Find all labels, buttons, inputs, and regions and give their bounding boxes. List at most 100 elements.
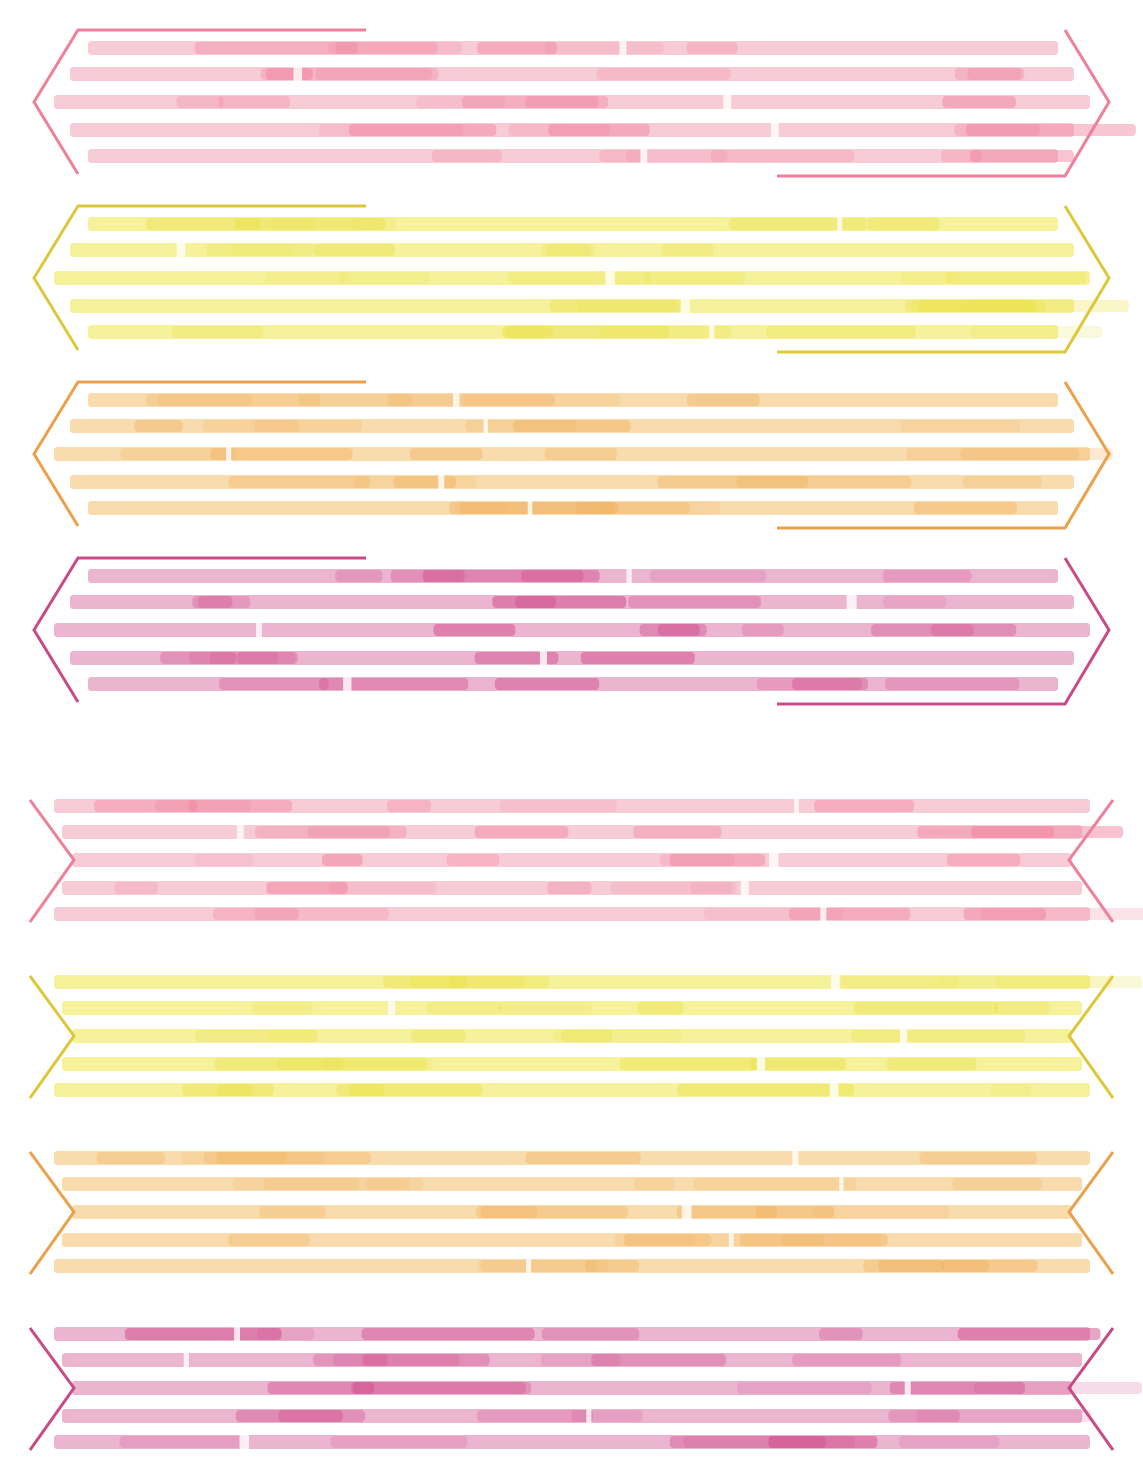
watercolor-blotch (819, 1328, 863, 1340)
watercolor-blotch (459, 502, 616, 514)
watercolor-blotch (946, 854, 1021, 866)
stripe-gap (681, 1205, 692, 1219)
stripe-gap (626, 569, 632, 583)
watercolor-blotch (677, 1084, 855, 1096)
watercolor-blotch (219, 678, 329, 690)
watercolor-blotch (336, 1084, 385, 1096)
watercolor-blotch (703, 908, 843, 920)
banner-stripe (54, 1327, 1090, 1341)
watercolor-blotch (266, 882, 348, 894)
watercolor-blotch (969, 326, 1103, 338)
watercolor-blotch (202, 420, 300, 432)
banner-stripe (62, 1001, 1082, 1015)
arrow-banner-orange (32, 380, 1113, 530)
watercolor-blotch (623, 1234, 712, 1246)
notched-banner-yellow (28, 975, 1143, 1099)
watercolor-blotch (548, 124, 650, 136)
watercolor-blotch (729, 218, 867, 230)
watercolor-blotch (330, 882, 437, 894)
arrow-frame-right (777, 29, 1111, 178)
watercolor-blotch (449, 976, 525, 988)
watercolor-blotch (313, 1354, 388, 1366)
stripe-gap (237, 825, 244, 839)
watercolor-blotch (941, 1260, 1038, 1272)
watercolor-blotch (657, 624, 707, 636)
stripe-gap (586, 1409, 592, 1423)
banner-stripe (70, 123, 1074, 137)
watercolor-blotch (216, 1084, 274, 1096)
watercolor-blotch (410, 448, 483, 460)
watercolor-blotch (477, 1410, 594, 1422)
banner-stripe (62, 1409, 1082, 1423)
banner-stripe (70, 475, 1074, 489)
notched-banner-magenta (28, 1327, 1143, 1451)
banner-stripe (62, 1353, 1082, 1367)
watercolor-blotch (633, 826, 722, 838)
watercolor-blotch (957, 1328, 1101, 1340)
watercolor-blotch (600, 502, 721, 514)
stripe-gap (183, 1353, 189, 1367)
watercolor-blotch (544, 42, 664, 54)
watercolor-blotch (203, 1152, 288, 1164)
arrow-banner-magenta (32, 556, 1111, 706)
watercolor-blotch (387, 394, 555, 406)
banner-stripe (54, 799, 1090, 813)
banner-stripe (70, 651, 1074, 665)
stripe-gap (829, 1083, 839, 1097)
watercolor-blotch (686, 42, 738, 54)
watercolor-blotch (431, 150, 502, 162)
arrow-frame-left (32, 28, 366, 175)
watercolor-blotch (426, 1002, 502, 1014)
watercolor-blotch (521, 570, 584, 582)
notch-frame-right (1067, 1151, 1115, 1275)
watercolor-blotch (669, 854, 766, 866)
watercolor-blotch (264, 272, 348, 284)
watercolor-blotch (480, 1260, 608, 1272)
watercolor-blotch (930, 624, 974, 636)
watercolor-blotch (254, 420, 363, 432)
banner-stripe (62, 825, 1082, 839)
watercolor-blotch (525, 96, 599, 108)
watercolor-blotch (561, 1030, 613, 1042)
watercolor-blotch (599, 326, 732, 338)
banner-stripe (70, 243, 1074, 257)
watercolor-blotch (254, 908, 390, 920)
banner-stripe (70, 299, 1074, 313)
watercolor-blotch (544, 448, 617, 460)
watercolor-blotch (878, 1260, 990, 1272)
stripe-gap (904, 1381, 911, 1395)
stripe-gap (539, 651, 548, 665)
watercolor-blotch (614, 1234, 696, 1246)
watercolor-blotch (267, 1030, 318, 1042)
watercolor-blotch (181, 1152, 324, 1164)
watercolor-blotch (171, 326, 264, 338)
watercolor-blotch (387, 800, 432, 812)
watercolor-blotch (228, 1234, 310, 1246)
stripe-gap (239, 1435, 250, 1449)
watercolor-blotch (352, 1382, 532, 1394)
watercolor-blotch (449, 502, 619, 514)
banner-stripe (70, 67, 1074, 81)
watercolor-blotch (160, 652, 237, 664)
watercolor-blotch (966, 124, 1136, 136)
banner-stripe (72, 853, 1072, 867)
watercolor-blotch (919, 1152, 1038, 1164)
watercolor-blotch (230, 244, 294, 256)
watercolor-blotch (788, 908, 911, 920)
banner-stripe (70, 419, 1074, 433)
banner-stripe (54, 1151, 1090, 1165)
watercolor-blotch (176, 96, 224, 108)
stripe-gap (526, 1259, 532, 1273)
watercolor-blotch (351, 1382, 526, 1394)
watercolor-blotch (315, 68, 433, 80)
watercolor-blotch (96, 1152, 166, 1164)
watercolor-blotch (954, 68, 1022, 80)
watercolor-blotch (134, 420, 183, 432)
stripe-gap (256, 623, 262, 637)
watercolor-blotch (94, 800, 198, 812)
arrow-banner-pink (32, 28, 1136, 178)
watercolor-blotch (541, 244, 591, 256)
watercolor-blotch (307, 826, 391, 838)
watercolor-blotch (145, 218, 262, 230)
watercolor-blotch (267, 1382, 375, 1394)
